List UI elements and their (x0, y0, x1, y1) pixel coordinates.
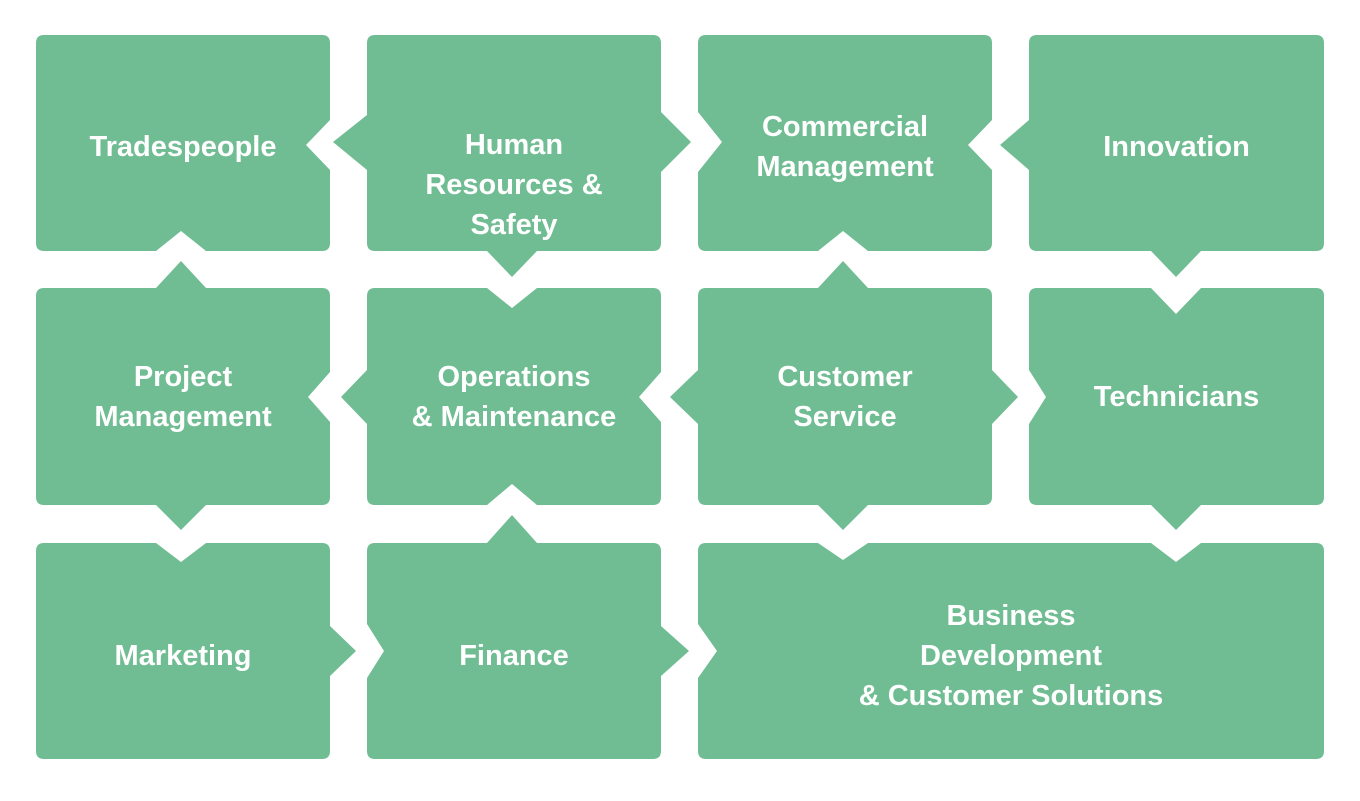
tile-operations-maintenance (341, 288, 661, 505)
tile-business-development (698, 543, 1324, 759)
tile-tradespeople (36, 35, 330, 251)
tile-label-marketing: Marketing (114, 640, 252, 672)
tile-label-commercial-management: Commercial Management (756, 111, 934, 183)
tile-project-management (36, 261, 330, 530)
tile-customer-service (670, 261, 1018, 530)
tile-innovation (1000, 35, 1324, 277)
tile-label-tradespeople: Tradespeople (89, 131, 277, 163)
tile-label-finance: Finance (459, 640, 569, 672)
tile-label-customer-service: Customer Service (777, 360, 913, 433)
tile-label-business-development: Business Development & Customer Solution… (858, 600, 1164, 712)
tile-finance (367, 515, 689, 759)
tile-technicians (1029, 288, 1324, 530)
tile-label-innovation: Innovation (1103, 131, 1250, 163)
tile-label-technicians: Technicians (1093, 380, 1260, 413)
tile-label-project-management: Project Management (94, 360, 272, 433)
tile-label-human-resources-safety: Human Resources & Safety (425, 129, 603, 241)
tile-human-resources-safety (333, 35, 691, 277)
tile-marketing (36, 543, 356, 759)
tile-label-operations-maintenance: Operations & Maintenance (411, 360, 617, 433)
tile-commercial-management (698, 35, 992, 251)
